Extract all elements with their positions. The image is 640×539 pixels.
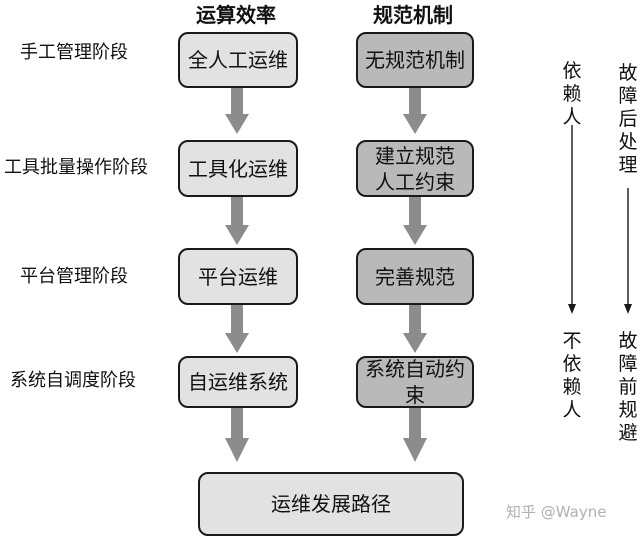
mechanism-column-header: 规范机制 [373, 3, 453, 27]
left-arrow-3 [225, 305, 249, 353]
right-arrow-2 [403, 197, 427, 245]
left-arrow-2 [225, 197, 249, 245]
left-arrow-4 [225, 408, 249, 462]
box-platform-ops: 平台运维 [178, 248, 298, 305]
right-arrow-4 [403, 408, 427, 462]
box-tool-ops: 工具化运维 [178, 140, 298, 197]
box-improve-norms: 完善规范 [356, 248, 474, 305]
efficiency-column-header: 运算效率 [196, 3, 276, 27]
right-arrow-1 [403, 86, 427, 134]
stage-label-manual: 手工管理阶段 [20, 42, 128, 63]
box-self-ops-system: 自运维系统 [178, 356, 298, 408]
box-no-norms: 无规范机制 [356, 32, 474, 88]
stage-label-self-scheduling: 系统自调度阶段 [10, 370, 136, 391]
stage-label-platform: 平台管理阶段 [20, 266, 128, 287]
box-full-manual-ops: 全人工运维 [178, 32, 298, 88]
label-dependent-on-people: 依赖人 [562, 60, 582, 128]
label-not-dependent-on-people: 不依赖人 [562, 330, 582, 421]
left-arrow-1 [225, 86, 249, 134]
label-post-fault-handling: 故障后处理 [618, 62, 638, 176]
box-establish-norms: 建立规范人工约束 [356, 140, 474, 197]
box-system-auto-constraint: 系统自动约束 [356, 356, 474, 408]
label-pre-fault-avoidance: 故障前规避 [618, 330, 638, 444]
watermark: 知乎 @Wayne [506, 503, 607, 521]
fault-handling-arrow [624, 188, 632, 314]
right-arrow-3 [403, 305, 427, 353]
box-ops-development-path: 运维发展路径 [198, 472, 464, 536]
stage-label-tool-batch: 工具批量操作阶段 [4, 157, 148, 178]
dependence-arrow [568, 125, 576, 314]
